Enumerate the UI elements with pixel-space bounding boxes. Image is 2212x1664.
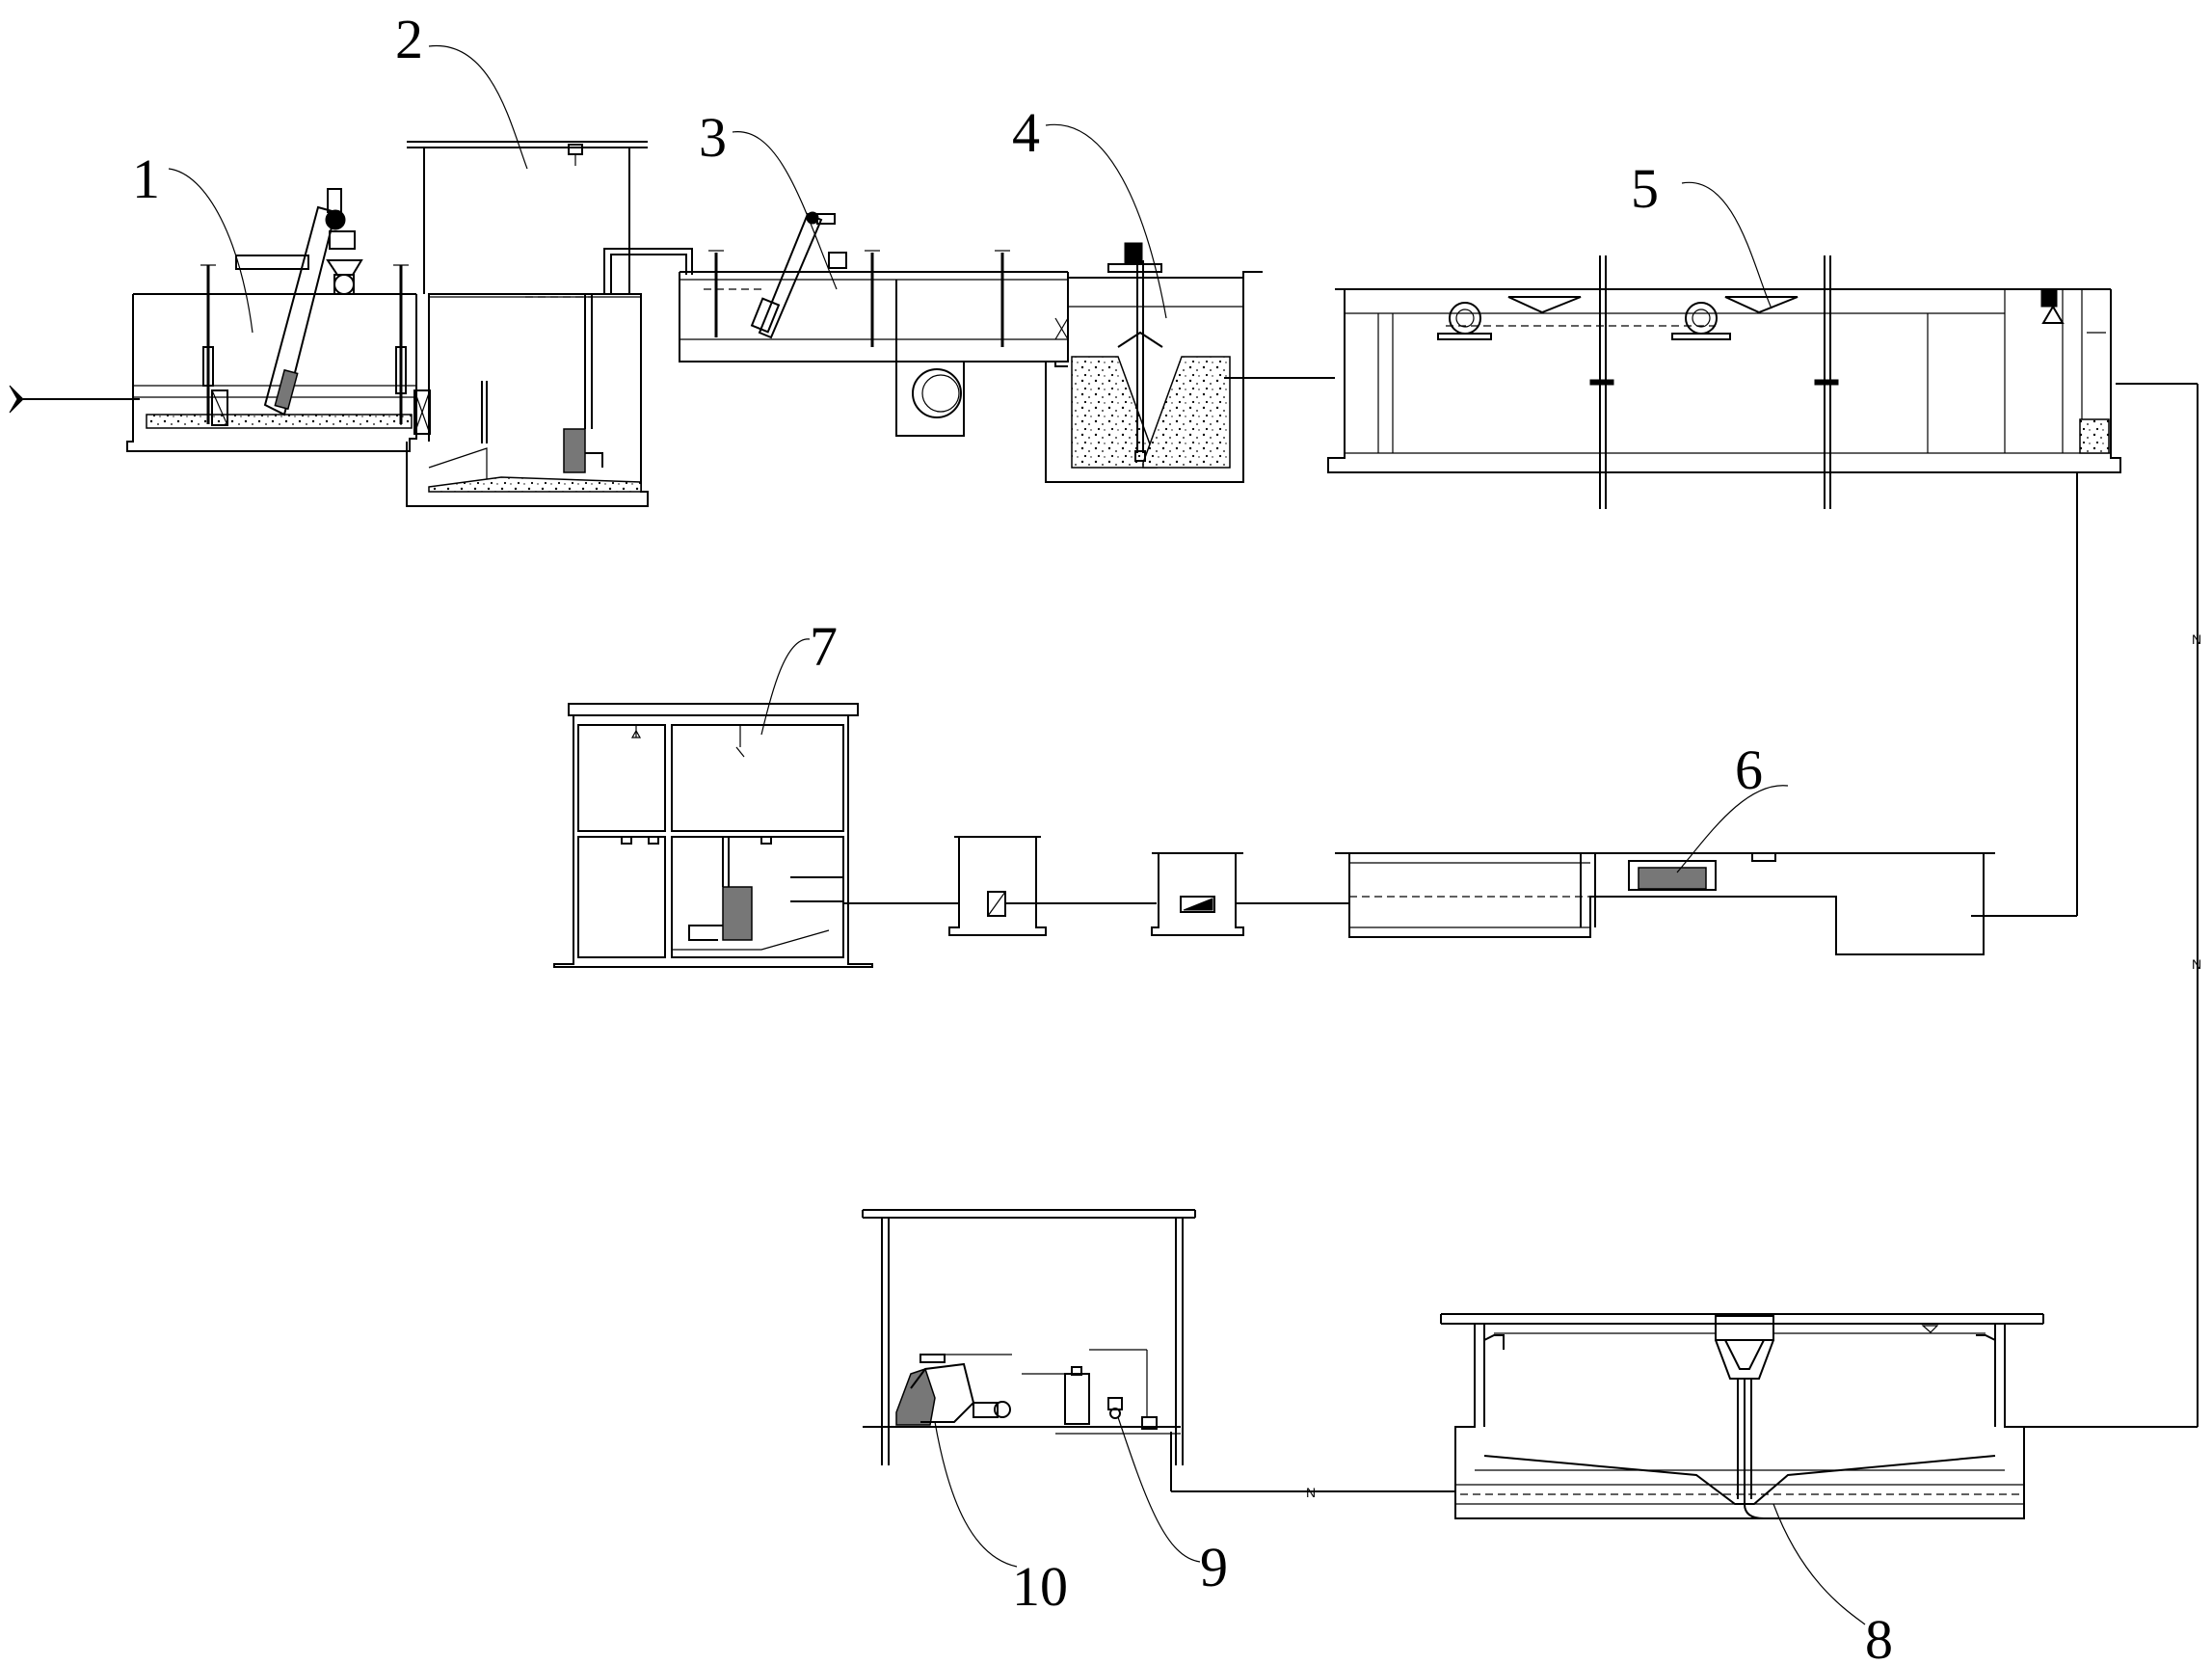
unit-3-fine-screen	[679, 211, 1069, 437]
label-unit-4: 4	[1012, 101, 1040, 164]
metering-box-1	[948, 836, 1157, 936]
unit-1-coarse-screen	[9, 188, 431, 452]
aerator-icon	[1437, 302, 1492, 340]
label-unit-9: 9	[1200, 1536, 1228, 1598]
label-unit-10: 10	[1012, 1555, 1068, 1618]
unit-9-10-dewatering-house	[862, 1209, 1196, 1491]
label-unit-6: 6	[1735, 738, 1763, 801]
pipe-mark-n: N	[2192, 631, 2201, 647]
unit-4-grit-tank	[1045, 242, 1335, 483]
pipe-mark-n: N	[2192, 956, 2201, 972]
metering-box-2	[1151, 852, 1349, 936]
unit-7-effluent-pump-house	[553, 703, 959, 968]
label-unit-1: 1	[132, 148, 160, 210]
label-unit-2: 2	[395, 8, 423, 70]
label-unit-3: 3	[699, 106, 727, 169]
unit-6-secondary-settling	[1335, 852, 2077, 955]
aerator-icon	[1671, 302, 1731, 340]
label-unit-8: 8	[1865, 1608, 1893, 1664]
unit-2-lift-pump-station	[406, 141, 693, 507]
leader-lines	[168, 45, 1866, 1625]
label-unit-7: 7	[810, 615, 838, 678]
unit-8-sludge-thickener	[1171, 1313, 2198, 1519]
label-unit-5: 5	[1631, 157, 1659, 220]
pipe-mark-n: N	[1306, 1485, 1316, 1500]
unit-5-aeration-tank	[1327, 255, 2199, 1427]
inlet-arrow-icon	[9, 385, 24, 414]
